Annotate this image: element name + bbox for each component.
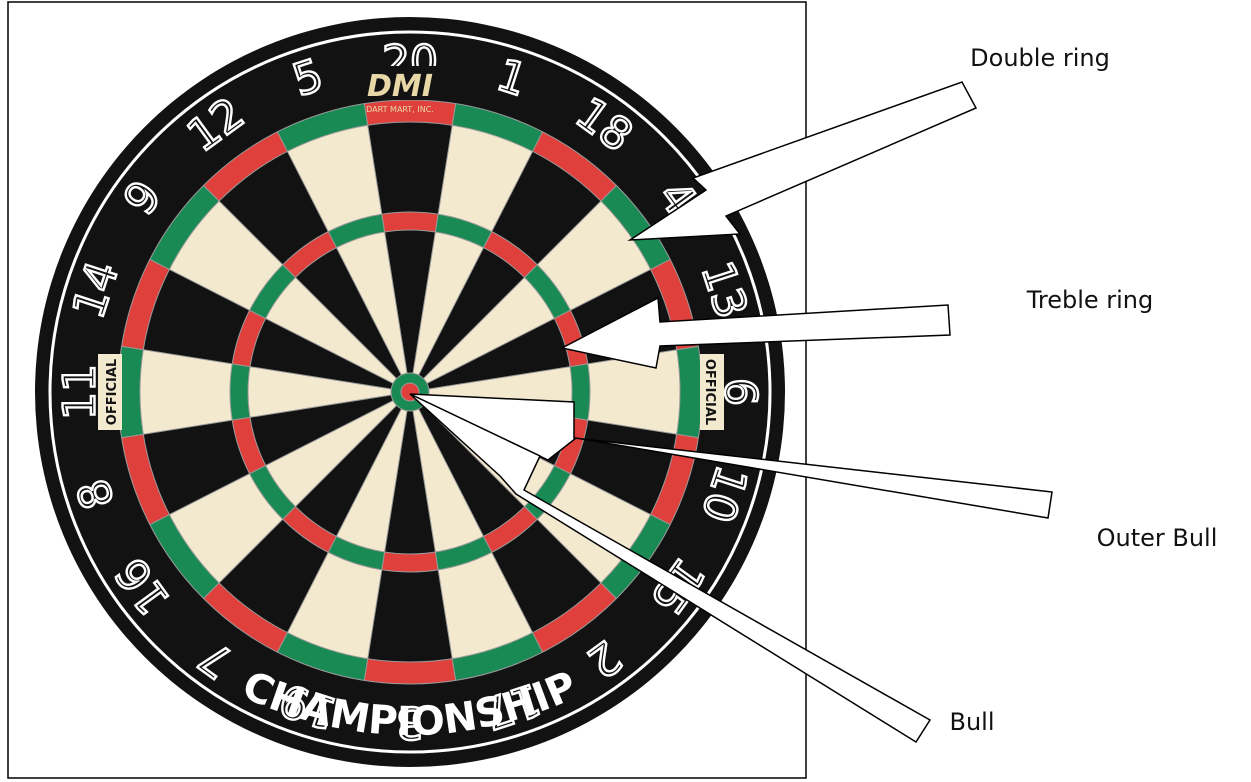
treble-3 (382, 552, 438, 572)
segment-number-11: 11 (55, 364, 106, 420)
outer-single-20 (368, 122, 452, 214)
brand-logo-text: DMI (367, 69, 433, 104)
outer-bull-label: Outer Bull (1097, 524, 1218, 552)
bull-label: Bull (949, 708, 994, 736)
official-badge-left: OFFICIAL (98, 354, 122, 430)
treble-20 (382, 212, 438, 232)
double-ring-label: Double ring (970, 44, 1110, 72)
brand-subtitle: DART MART, INC. (366, 105, 434, 114)
official-badge-right: OFFICIAL (700, 354, 724, 430)
outer-single-11 (140, 350, 232, 434)
official-right-text: OFFICIAL (702, 359, 717, 425)
treble-11 (230, 364, 250, 420)
treble-ring-label: Treble ring (1026, 286, 1154, 314)
outer-single-3 (368, 570, 452, 662)
official-left-text: OFFICIAL (105, 359, 120, 425)
